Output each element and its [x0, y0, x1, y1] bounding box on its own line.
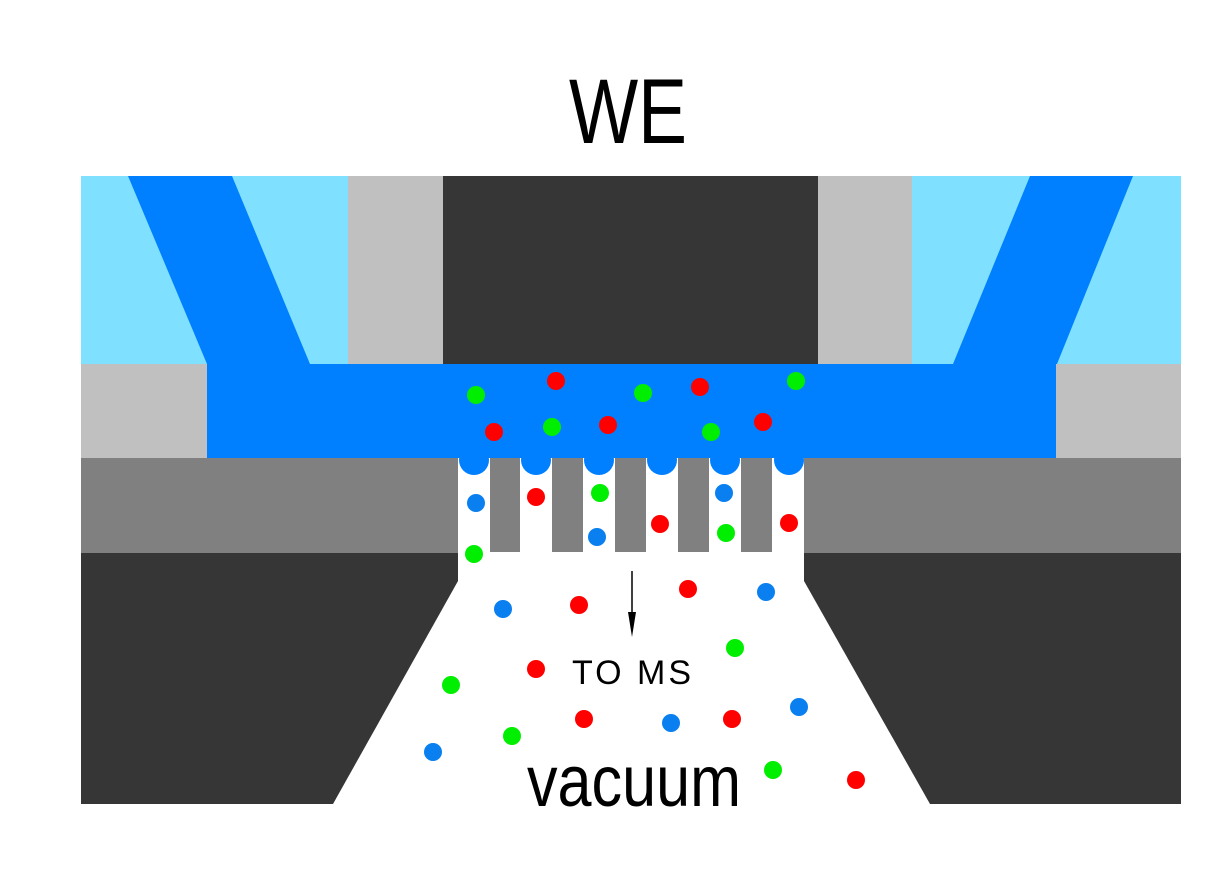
- species-red: [754, 413, 772, 431]
- pore-meniscus: [584, 445, 614, 475]
- species-blue: [588, 528, 606, 546]
- membrane-pillar: [552, 458, 583, 552]
- species-blue: [662, 714, 680, 732]
- species-green: [787, 372, 805, 390]
- species-red: [570, 596, 588, 614]
- membrane-support-left: [81, 458, 458, 553]
- electrolyte-channel-right: [953, 176, 1133, 364]
- species-red: [780, 514, 798, 532]
- to-ms-label: TO MS: [572, 654, 694, 692]
- species-green: [467, 386, 485, 404]
- species-green: [591, 484, 609, 502]
- pore-meniscus: [647, 445, 677, 475]
- species-green: [634, 384, 652, 402]
- species-red: [527, 660, 545, 678]
- working-electrode-label: WE: [569, 61, 687, 163]
- spacer-left-side: [81, 364, 207, 458]
- species-red: [679, 580, 697, 598]
- vacuum-chamber-right: [804, 553, 1181, 804]
- membrane-support-right: [804, 458, 1181, 553]
- vacuum-label: vacuum: [527, 742, 741, 822]
- species-blue: [715, 484, 733, 502]
- pore-meniscus: [710, 445, 740, 475]
- species-red: [723, 710, 741, 728]
- species-red: [599, 416, 617, 434]
- species-green: [717, 524, 735, 542]
- species-green: [702, 423, 720, 441]
- species-red: [485, 423, 503, 441]
- working-electrode: [443, 176, 818, 364]
- species-red: [547, 372, 565, 390]
- electrolyte-cell: [207, 364, 1056, 458]
- species-red: [847, 771, 865, 789]
- membrane-pillar: [678, 458, 709, 552]
- spacer-left-top: [348, 176, 443, 364]
- pore-meniscus: [459, 445, 489, 475]
- electrolyte-channel-left: [128, 176, 310, 364]
- species-green: [503, 727, 521, 745]
- vacuum-chamber-left: [81, 553, 458, 804]
- species-blue: [757, 583, 775, 601]
- species-green: [465, 545, 483, 563]
- membrane-pillar: [490, 458, 520, 552]
- membrane-pillar: [615, 458, 646, 552]
- membrane-pillar: [741, 458, 772, 552]
- spacer-right-side: [1056, 364, 1181, 458]
- species-red: [575, 710, 593, 728]
- species-green: [543, 418, 561, 436]
- species-red: [651, 515, 669, 533]
- species-red-group: [485, 372, 865, 789]
- species-green-group: [442, 372, 805, 779]
- spacer-right-top: [818, 176, 912, 364]
- species-green: [442, 676, 460, 694]
- species-green: [764, 761, 782, 779]
- species-blue: [494, 600, 512, 618]
- species-blue-group: [424, 484, 808, 761]
- species-green: [726, 639, 744, 657]
- flow-arrow-head: [628, 612, 636, 637]
- species-blue: [467, 494, 485, 512]
- species-blue: [424, 743, 442, 761]
- species-red: [527, 488, 545, 506]
- pore-meniscus: [521, 445, 551, 475]
- species-red: [691, 378, 709, 396]
- species-blue: [790, 698, 808, 716]
- pore-meniscus: [774, 445, 804, 475]
